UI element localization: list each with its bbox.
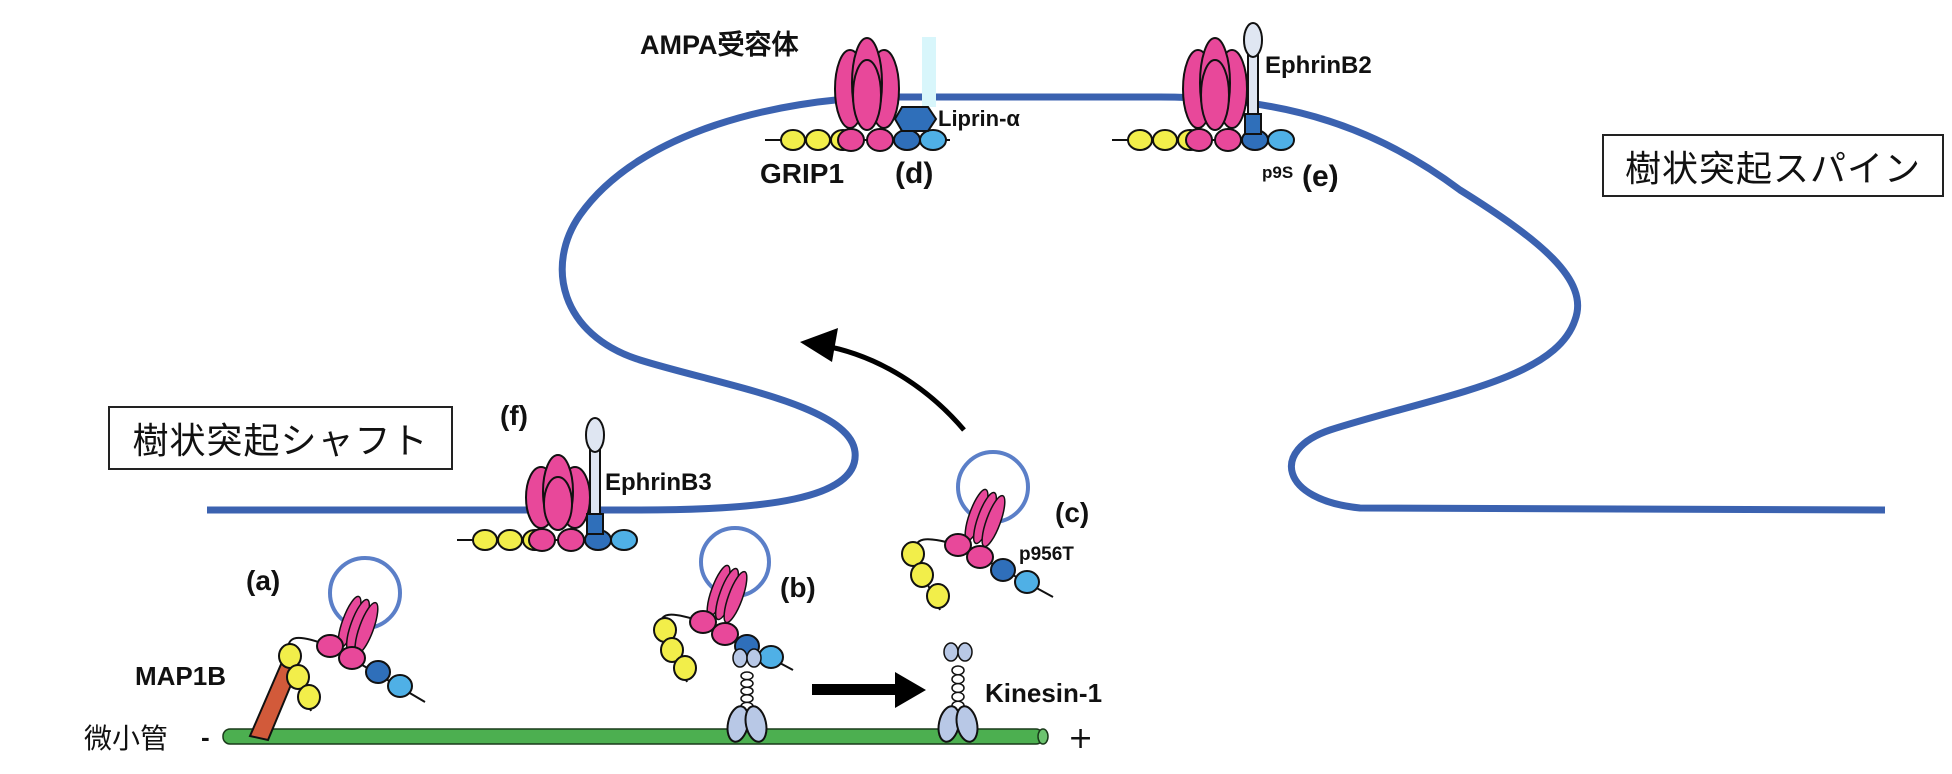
kinesin-label: Kinesin-1 [985, 678, 1102, 708]
complex-c [901, 450, 1054, 611]
ephrin-cytoplasmic-domain [586, 513, 604, 535]
map1b-label: MAP1B [135, 661, 226, 691]
grip1-pdz-domain [1214, 128, 1242, 152]
plus-end-label: + [1068, 721, 1093, 756]
grip1-pdz-domain [1185, 128, 1213, 152]
grip1-pdz-domain [990, 558, 1016, 582]
kinesin-bound [726, 648, 768, 743]
ephrin-ectodomain [1243, 22, 1263, 58]
kinesin-movement-arrow [812, 672, 926, 708]
ampa-receptor-label: AMPA受容体 [640, 29, 799, 60]
panel-d-label: (d) [895, 157, 933, 190]
panel-f-label: (f) [500, 400, 528, 431]
microtubule-label: 微小管 [84, 722, 168, 755]
grip1-pdz-domain [316, 634, 344, 658]
complex-e [1112, 22, 1295, 152]
arrowhead-icon [800, 328, 838, 362]
ampa-receptor [706, 564, 748, 624]
grip1-pdz-domain [673, 655, 697, 681]
grip1-pdz-domain [610, 529, 638, 551]
ephrin-cytoplasmic-domain [1244, 113, 1262, 135]
kinesin-coiled-coil [951, 682, 965, 694]
grip1-pdz-domain [497, 529, 523, 551]
grip1-pdz-domain [338, 646, 366, 670]
ampa-receptor-subunit [852, 59, 882, 131]
kinesin-light-chain [957, 642, 973, 662]
ampa-receptor-subunit [543, 476, 573, 531]
ephrin-ligand [585, 417, 605, 535]
grip1-pdz-domain [758, 645, 784, 669]
liprin-alpha-hexagon [893, 106, 938, 132]
panel-c-label: (c) [1055, 497, 1089, 528]
kinesin-light-chain [746, 648, 762, 668]
grip1-pdz-domain [557, 528, 585, 552]
grip1-pdz-domain [926, 583, 950, 609]
grip1-pdz-domain [286, 664, 310, 690]
grip1-pdz-domain [297, 684, 321, 710]
grip1-pdz-domain [805, 129, 831, 151]
grip1-pdz-domain [1127, 129, 1153, 151]
kinesin-coiled-coil [740, 694, 754, 704]
grip1-pdz-domain [528, 528, 556, 552]
kinesin-free [937, 642, 979, 743]
ephrinb3-label: EphrinB3 [605, 469, 712, 496]
complex-d [765, 37, 950, 152]
grip1-pdz-domain [689, 610, 717, 634]
kinesin-coiled-coil [740, 686, 754, 696]
liprin-label: Liprin-α [938, 106, 1020, 131]
grip1-label: GRIP1 [760, 158, 844, 189]
grip1-pdz-domain [837, 128, 865, 152]
p956t-label: p956T [1019, 544, 1074, 565]
grip1-pdz-domain [387, 674, 413, 698]
kinesin-motor-head [955, 705, 979, 743]
panel-b-label: (b) [780, 572, 816, 603]
complex-f [457, 417, 638, 552]
grip1-pdz-domain [901, 541, 925, 567]
grip1-pdz-domain [472, 529, 498, 551]
kinesin-motor-head [744, 705, 768, 743]
dendritic-spine-label: 樹状突起スパイン [1602, 134, 1944, 197]
kinesin-light-chain [943, 642, 959, 662]
grip1-pdz-domain [780, 129, 806, 151]
liprin-membrane-bar [922, 37, 936, 107]
kinesin-light-chain [732, 648, 748, 668]
microtubule [222, 728, 1049, 745]
dendritic-shaft-label: 樹状突起シャフト [108, 406, 453, 470]
panel-a-label: (a) [246, 565, 280, 596]
complex-b [653, 526, 794, 683]
ampa-receptor [337, 595, 379, 655]
panel-e-label: (e) [1302, 160, 1339, 193]
grip1-pdz-domain [711, 622, 739, 646]
grip1-pdz-domain [1014, 570, 1040, 594]
grip1-pdz-domain [660, 637, 684, 663]
grip1-pdz-domain [893, 129, 921, 151]
minus-end-label: - [201, 722, 210, 752]
p9s-label: p9S [1262, 163, 1293, 182]
grip1-pdz-domain [866, 128, 894, 152]
transport-arrow-to-spine [819, 342, 966, 432]
grip1-pdz-domain [944, 533, 972, 557]
kinesin-coiled-coil [951, 691, 965, 702]
kinesin-coiled-coil [951, 674, 965, 685]
ephrin-stalk [1247, 53, 1259, 121]
grip1-pdz-domain [919, 129, 947, 151]
ampa-receptor-subunit [1200, 59, 1230, 131]
ephrin-stalk [589, 448, 601, 521]
grip1-pdz-domain [1267, 129, 1295, 151]
ephrin-ectodomain [585, 417, 605, 453]
kinesin-coiled-coil [951, 665, 965, 676]
kinesin-coiled-coil [740, 671, 754, 681]
grip1-pdz-domain [1152, 129, 1178, 151]
ephrin-ligand [1243, 22, 1263, 135]
complex-a [278, 556, 426, 712]
grip1-pdz-domain [365, 660, 391, 684]
grip1-pdz-domain [966, 545, 994, 569]
ephrinb2-label: EphrinB2 [1265, 52, 1372, 79]
kinesin-coiled-coil [740, 678, 754, 688]
grip1-pdz-domain [910, 562, 934, 588]
